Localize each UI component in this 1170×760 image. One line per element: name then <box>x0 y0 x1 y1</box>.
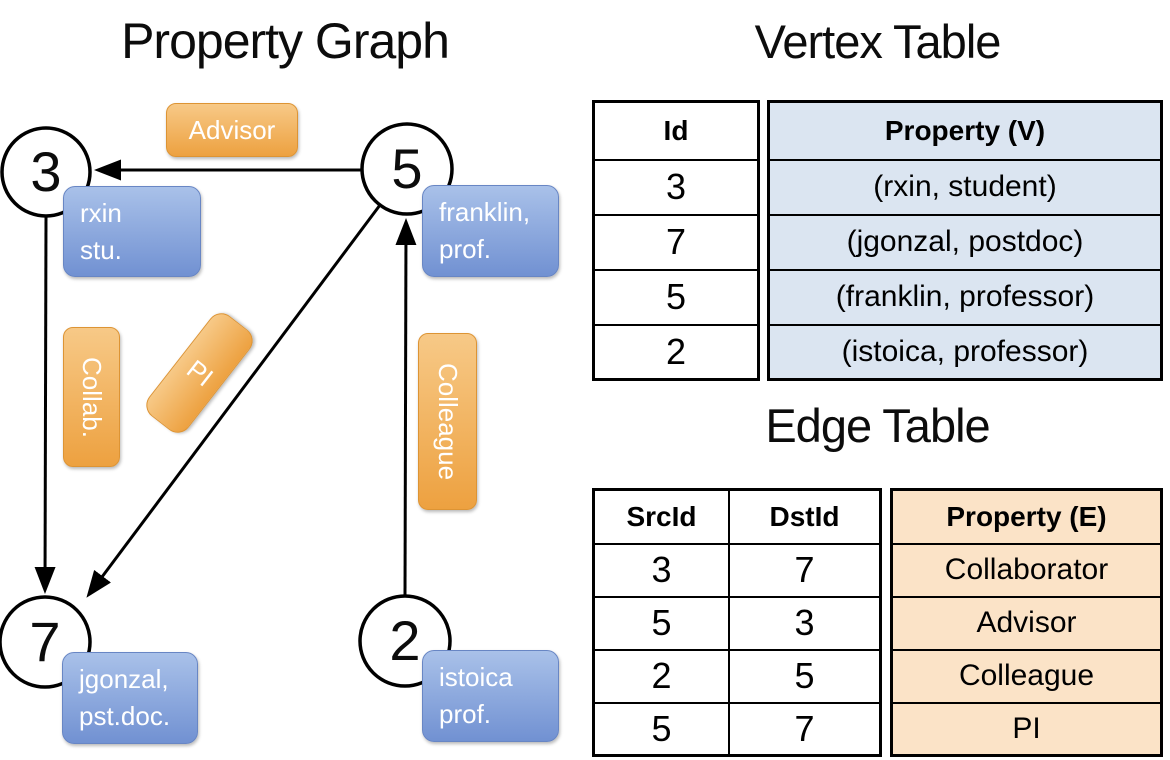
edge-table-title: Edge Table <box>765 399 990 452</box>
vertex-table-property-cell: (franklin, professor) <box>767 268 1163 326</box>
vertex-table-id-cell: 5 <box>592 268 760 326</box>
edge-table-src-cell: 5 <box>592 701 730 757</box>
edge-table-src-cell: 5 <box>592 595 730 651</box>
edge-label-colleague-text: Colleague <box>433 362 463 481</box>
edge-label-pi-text: PI <box>180 353 219 392</box>
edge-label-advisor-text: Advisor <box>188 114 276 145</box>
edge-collab-arrow <box>34 215 56 594</box>
edge-table-src-cell: 2 <box>592 648 730 704</box>
edge-label-collab: Collab. <box>63 327 120 467</box>
edge-table-dst-cell: 7 <box>728 542 882 598</box>
vertex-property-box-5: franklin, prof. <box>422 185 559 277</box>
vertex-table-id-cell: 7 <box>592 213 760 271</box>
edge-label-advisor: Advisor <box>166 103 298 157</box>
edge-table-src-header: SrcId <box>592 488 730 545</box>
edge-table-dst-cell: 7 <box>728 701 882 757</box>
vertex-property-box-2: istoica prof. <box>422 650 559 742</box>
vertex-table-id-header: Id <box>592 100 760 161</box>
edge-table-property-header: Property (E) <box>890 488 1163 545</box>
vertex-table-property-header: Property (V) <box>767 100 1163 161</box>
vertex-table-title: Vertex Table <box>754 15 1002 68</box>
vertex-property-line: pst.doc. <box>79 700 171 731</box>
vertex-table-id-column: Id 3 7 5 2 <box>592 100 760 381</box>
edge-table-property-cell: Advisor <box>890 595 1163 651</box>
edge-colleague-arrow <box>395 218 417 597</box>
vertex-table-property-cell: (istoica, professor) <box>767 323 1163 381</box>
edge-table-property-cell: Colleague <box>890 648 1163 704</box>
vertex-property-line: jgonzal, <box>79 664 169 694</box>
vertex-property-line: franklin, <box>439 197 531 227</box>
vertex-property-line: rxin <box>80 198 122 228</box>
vertex-property-line: prof. <box>439 233 492 264</box>
edge-table-id-columns: SrcId DstId 3 7 5 3 2 5 5 7 <box>592 488 882 757</box>
edge-table-dst-header: DstId <box>728 488 882 545</box>
vertex-property-box-3: rxin stu. <box>63 186 201 277</box>
vertex-table-id-cell: 3 <box>592 158 760 216</box>
vertex-table-property-column: Property (V) (rxin, student) (jgonzal, p… <box>767 100 1163 381</box>
vertex-property-line: stu. <box>80 234 122 265</box>
edge-label-pi: PI <box>140 307 259 439</box>
vertex-property-line: prof. <box>439 698 492 729</box>
edge-label-colleague: Colleague <box>418 333 477 510</box>
vertex-property-box-7: jgonzal, pst.doc. <box>62 652 198 744</box>
vertex-table-property-cell: (rxin, student) <box>767 158 1163 216</box>
vertex-table-property-cell: (jgonzal, postdoc) <box>767 213 1163 271</box>
vertex-property-line: istoica <box>439 662 513 692</box>
edge-table-property-column: Property (E) Collaborator Advisor Collea… <box>890 488 1163 757</box>
edge-table-property-cell: PI <box>890 701 1163 757</box>
edge-table-src-cell: 3 <box>592 542 730 598</box>
edge-table-dst-cell: 3 <box>728 595 882 651</box>
vertex-table-id-cell: 2 <box>592 323 760 381</box>
edge-table-dst-cell: 5 <box>728 648 882 704</box>
edge-table-property-cell: Collaborator <box>890 542 1163 598</box>
edge-label-collab-text: Collab. <box>77 356 107 438</box>
property-graph-title: Property Graph <box>121 13 450 69</box>
